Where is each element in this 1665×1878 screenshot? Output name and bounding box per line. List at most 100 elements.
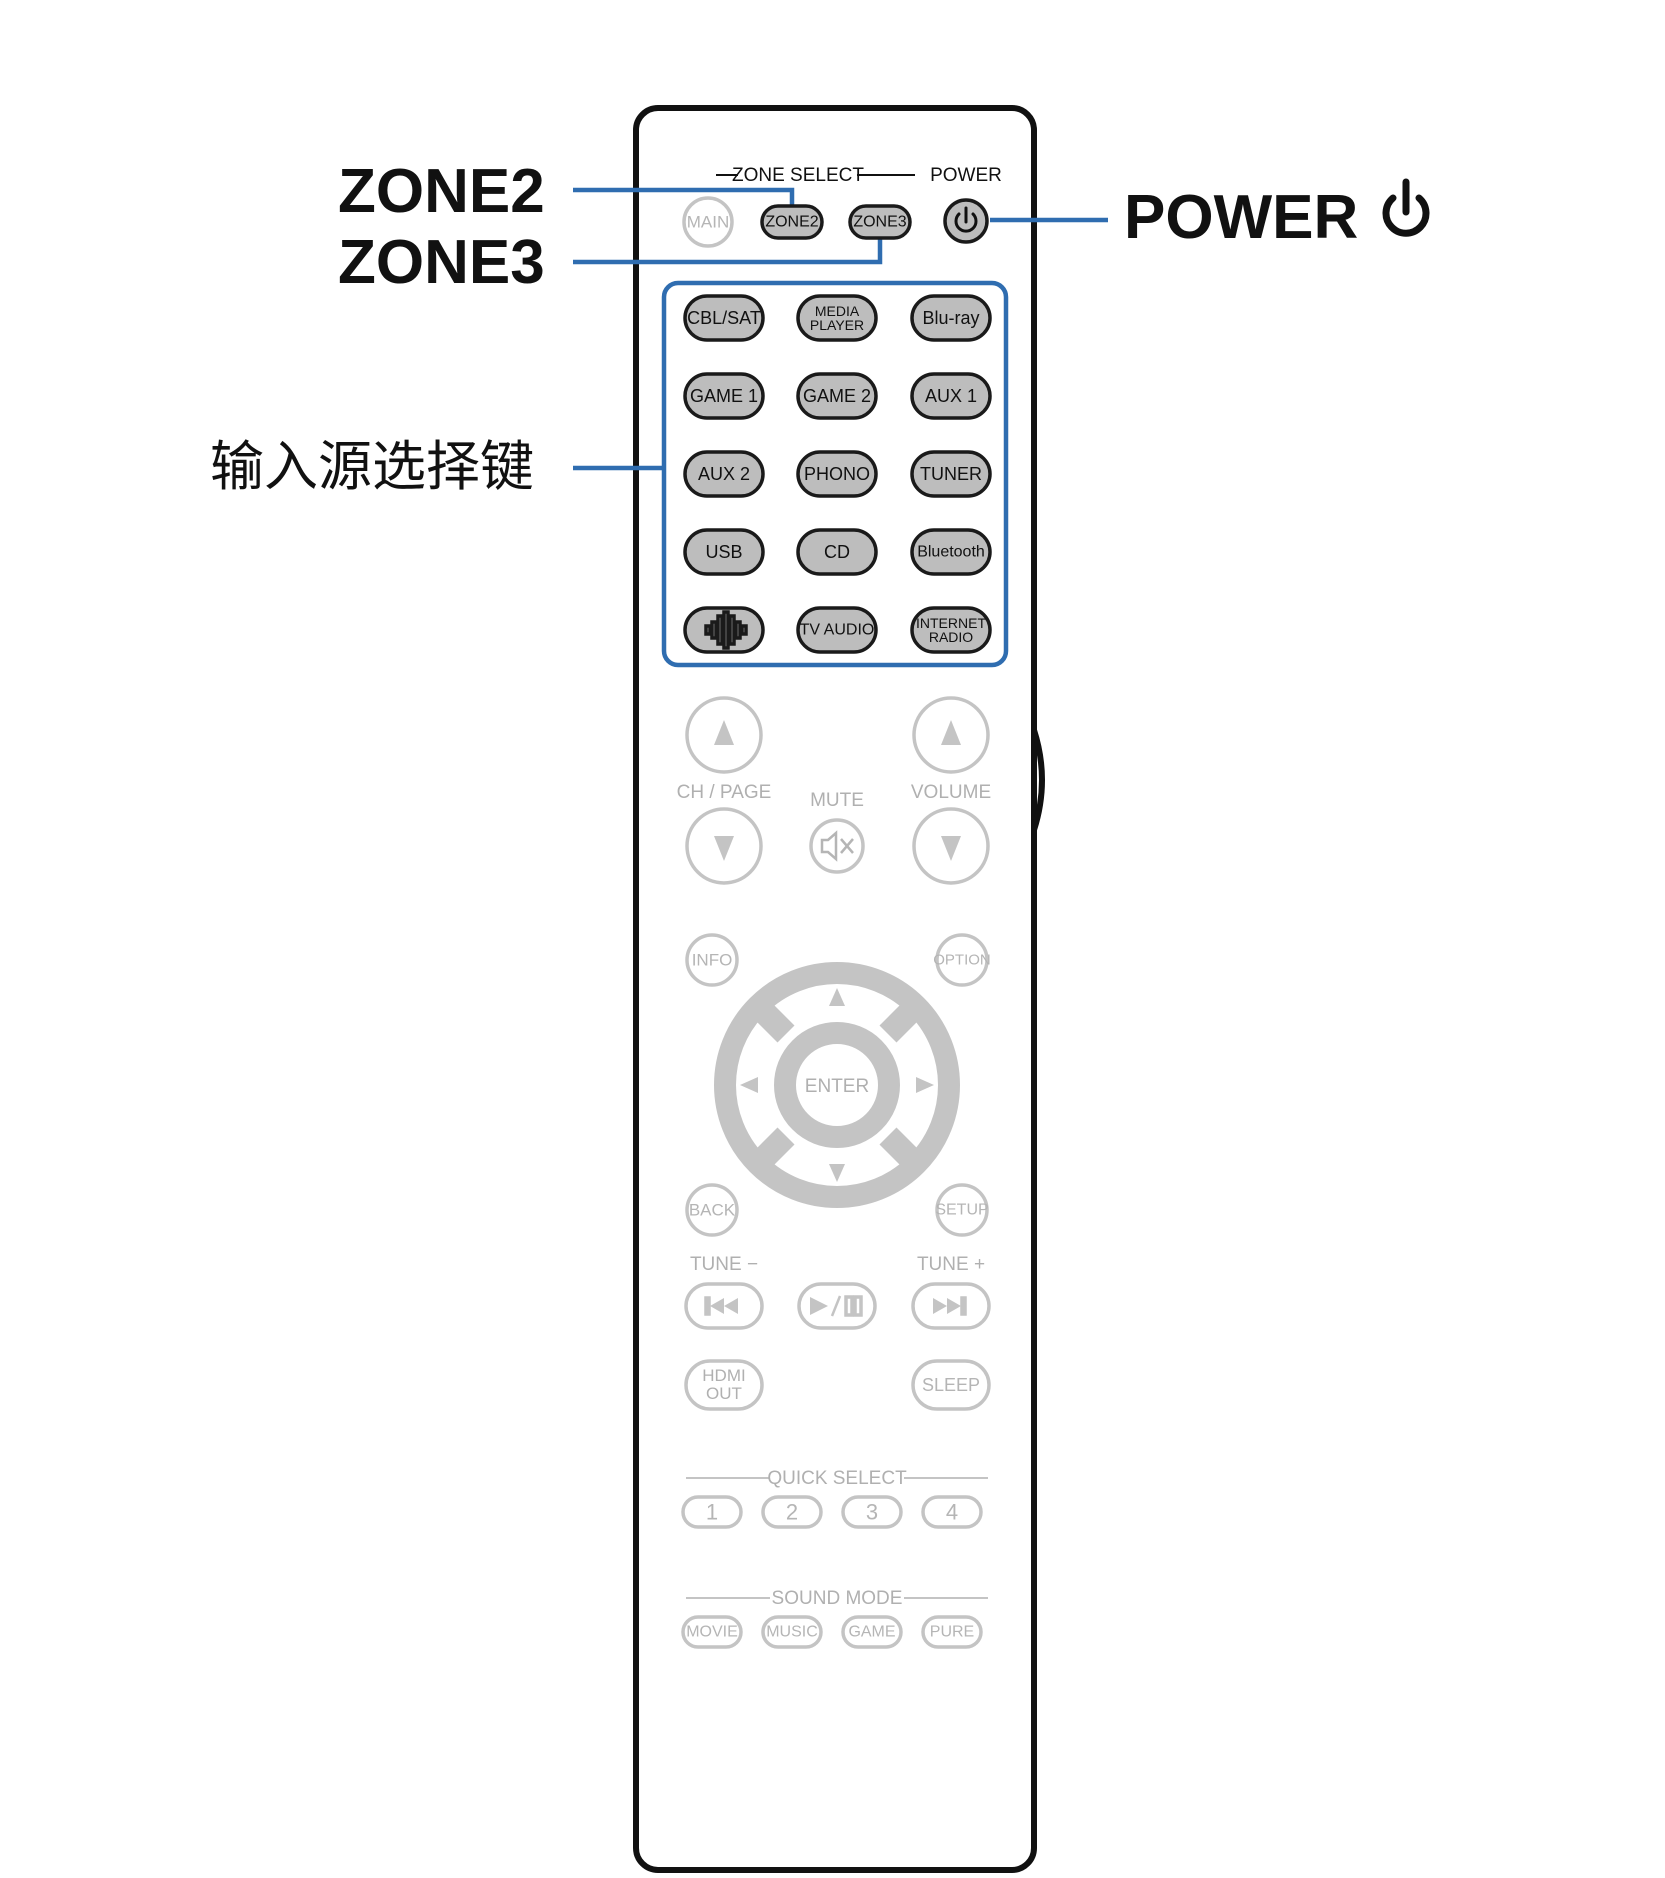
callout-power: POWER [1124, 183, 1358, 252]
sleep-label: SLEEP [922, 1375, 980, 1395]
input-button-heos-icon[interactable] [683, 606, 765, 654]
input-button-label: PHONO [804, 464, 870, 484]
sound-mode-button-game[interactable]: GAME [841, 1615, 903, 1649]
input-button-label: AUX 2 [698, 464, 750, 484]
cursor-left-icon[interactable] [740, 1077, 758, 1093]
previous-icon [704, 1296, 738, 1316]
input-button-phono[interactable]: PHONO [796, 450, 878, 498]
cursor-pad: ENTER [714, 962, 960, 1208]
volume-down-button[interactable] [912, 807, 990, 885]
up-arrow-icon [941, 720, 961, 745]
sound-mode-button-movie[interactable]: MOVIE [681, 1615, 743, 1649]
input-button-label: TUNER [920, 464, 982, 484]
heos-icon [704, 610, 748, 650]
quick-select-button-2[interactable]: 2 [761, 1495, 823, 1529]
option-button[interactable]: OPTION [933, 933, 991, 987]
input-button-blu-ray[interactable]: Blu-ray [910, 294, 992, 342]
mute-button[interactable] [809, 818, 865, 874]
input-button-cbl-sat[interactable]: CBL/SAT [683, 294, 765, 342]
cursor-up-icon[interactable] [829, 988, 845, 1006]
hdmi-out-button[interactable] [684, 1359, 764, 1411]
previous-button[interactable] [684, 1282, 764, 1330]
hdmi-out-label-line: OUT [706, 1384, 742, 1403]
sound-mode-title: SOUND MODE [772, 1588, 903, 1609]
setup-button[interactable]: SETUP [935, 1183, 989, 1237]
ch-page-down-button[interactable] [685, 807, 763, 885]
ch-page-up-button[interactable] [685, 696, 763, 774]
remote-side-bump [1031, 729, 1045, 831]
quick-select-button-4[interactable]: 4 [921, 1495, 983, 1529]
sound-mode-button-music[interactable]: MUSIC [761, 1615, 823, 1649]
tune-minus-label: TUNE − [690, 1254, 758, 1275]
sleep-button[interactable]: SLEEP [911, 1359, 991, 1411]
info-label: INFO [692, 951, 733, 970]
zone2-button-label: ZONE2 [765, 214, 818, 231]
quick-select-button-1[interactable]: 1 [681, 1495, 743, 1529]
input-button-bluetooth[interactable]: Bluetooth [910, 528, 992, 576]
down-arrow-icon [714, 836, 734, 861]
input-button-aux-2[interactable]: AUX 2 [683, 450, 765, 498]
input-button-label: CD [824, 542, 850, 562]
input-button-label: Bluetooth [917, 544, 985, 561]
zone3-button[interactable]: ZONE3 [848, 204, 912, 240]
input-button-label: GAME 2 [803, 386, 871, 406]
input-button-tv-audio[interactable]: TV AUDIO [796, 606, 878, 654]
input-button-label: USB [705, 542, 742, 562]
mute-icon [820, 830, 854, 862]
quick-select-button-label: 3 [866, 1500, 878, 1525]
next-button[interactable] [911, 1282, 991, 1330]
volume-up-button[interactable] [912, 696, 990, 774]
callout-line-zone2 [573, 187, 795, 210]
up-arrow-icon [714, 720, 734, 745]
power-button[interactable] [943, 198, 989, 244]
callout-zone3: ZONE3 [338, 228, 545, 297]
power-button-icon [954, 206, 978, 233]
volume-label: VOLUME [911, 782, 991, 803]
input-button-aux-1[interactable]: AUX 1 [910, 372, 992, 420]
input-button-cd[interactable]: CD [796, 528, 878, 576]
back-label: BACK [689, 1201, 736, 1220]
quick-select-title: QUICK SELECT [767, 1468, 907, 1489]
power-icon [1382, 178, 1430, 237]
sound-mode-buttons: MOVIE MUSIC GAME PURE [681, 1615, 983, 1649]
setup-label: SETUP [935, 1202, 988, 1219]
input-button-label: AUX 1 [925, 386, 977, 406]
info-button[interactable]: INFO [685, 933, 739, 987]
quick-select-button-3[interactable]: 3 [841, 1495, 903, 1529]
input-button-tuner[interactable]: TUNER [910, 450, 992, 498]
input-button-label: CBL/SAT [687, 308, 761, 328]
cursor-down-icon[interactable] [829, 1164, 845, 1182]
ch-page-label: CH / PAGE [677, 782, 772, 803]
input-button-game-1[interactable]: GAME 1 [683, 372, 765, 420]
input-button-label: Blu-ray [922, 308, 979, 328]
main-button-label: MAIN [687, 213, 730, 232]
input-button-label: PLAYER [810, 317, 864, 333]
zone2-button[interactable]: ZONE2 [760, 204, 824, 240]
tune-plus-label: TUNE + [917, 1254, 985, 1275]
input-keys-frame [661, 280, 1009, 668]
cursor-right-icon[interactable] [916, 1077, 934, 1093]
sound-mode-button-label: MOVIE [686, 1624, 738, 1641]
sound-mode-button-label: PURE [930, 1624, 974, 1641]
input-button-usb[interactable]: USB [683, 528, 765, 576]
quick-select-button-label: 2 [786, 1500, 798, 1525]
callout-zone2: ZONE2 [338, 157, 545, 226]
option-label: OPTION [933, 952, 991, 969]
sound-mode-button-label: GAME [848, 1624, 895, 1641]
main-button[interactable]: MAIN [682, 196, 734, 248]
play-pause-button[interactable] [797, 1282, 877, 1330]
sound-mode-button-label: MUSIC [766, 1624, 818, 1641]
quick-select-buttons: 1 2 3 4 [681, 1495, 983, 1529]
back-button[interactable]: BACK [685, 1183, 739, 1237]
input-button-label: TV AUDIO [800, 622, 875, 639]
input-button-label: GAME 1 [690, 386, 758, 406]
hdmi-out-label-line: HDMI [702, 1366, 745, 1385]
sound-mode-button-pure[interactable]: PURE [921, 1615, 983, 1649]
input-button-label: INTERNET [916, 615, 986, 631]
enter-button[interactable]: ENTER [805, 1076, 869, 1097]
input-button-game-2[interactable]: GAME 2 [796, 372, 878, 420]
